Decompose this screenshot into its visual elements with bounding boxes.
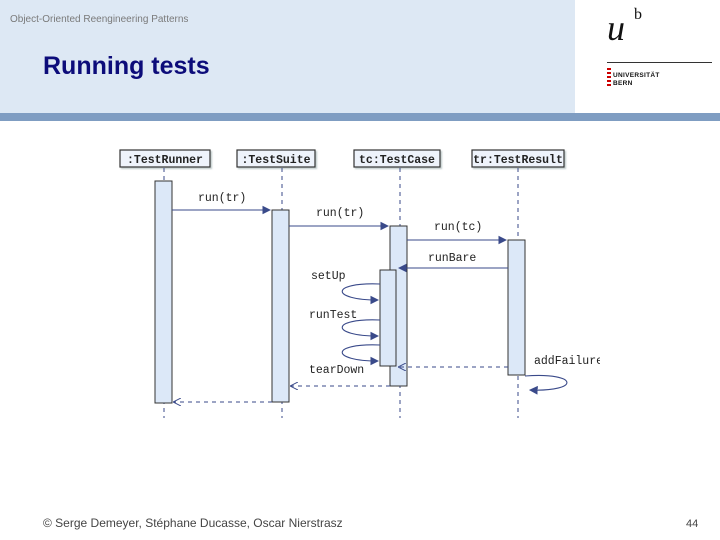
message-label: tearDown — [309, 364, 364, 377]
header-band — [0, 0, 575, 113]
university-name-line1: UNIVERSITÄT — [613, 72, 660, 79]
participant-label: :TestSuite — [241, 154, 310, 167]
participant-testcase: tc:TestCase — [353, 149, 441, 168]
message-label: runBare — [428, 252, 476, 265]
participant-testsuite: :TestSuite — [236, 149, 316, 168]
sequence-diagram: :TestRunner :TestSuite tc:TestCase tr:Te… — [119, 149, 600, 418]
footer-copyright: © Serge Demeyer, Stéphane Ducasse, Oscar… — [43, 516, 343, 530]
message-label: runTest — [309, 309, 357, 322]
university-logo-icon — [607, 68, 611, 88]
participant-label: tc:TestCase — [359, 154, 435, 167]
logo-rule — [607, 62, 712, 63]
participant-label: tr:TestResult — [473, 154, 563, 167]
participant-testrunner: :TestRunner — [119, 149, 211, 168]
message-arrows — [172, 205, 568, 395]
course-title: Object-Oriented Reengineering Patterns — [10, 14, 189, 25]
header-stripe — [0, 113, 720, 121]
participant-label: :TestRunner — [127, 154, 203, 167]
lifelines — [163, 168, 519, 418]
return-arrows — [174, 367, 508, 402]
message-label: setUp — [311, 270, 346, 283]
message-label: run(tr) — [316, 207, 364, 220]
page-number: 44 — [686, 518, 699, 530]
university-name-line2: BERN — [613, 80, 633, 87]
message-label: run(tr) — [198, 192, 246, 205]
participant-testresult: tr:TestResult — [471, 149, 565, 168]
logo-panel — [577, 0, 720, 113]
message-label: run(tc) — [434, 221, 482, 234]
logo-letter-u: u — [607, 8, 625, 48]
message-label: addFailure — [534, 355, 600, 368]
logo-letter-b: b — [634, 6, 642, 23]
university-name: UNIVERSITÄT BERN — [613, 72, 660, 88]
slide-title: Running tests — [43, 52, 210, 80]
